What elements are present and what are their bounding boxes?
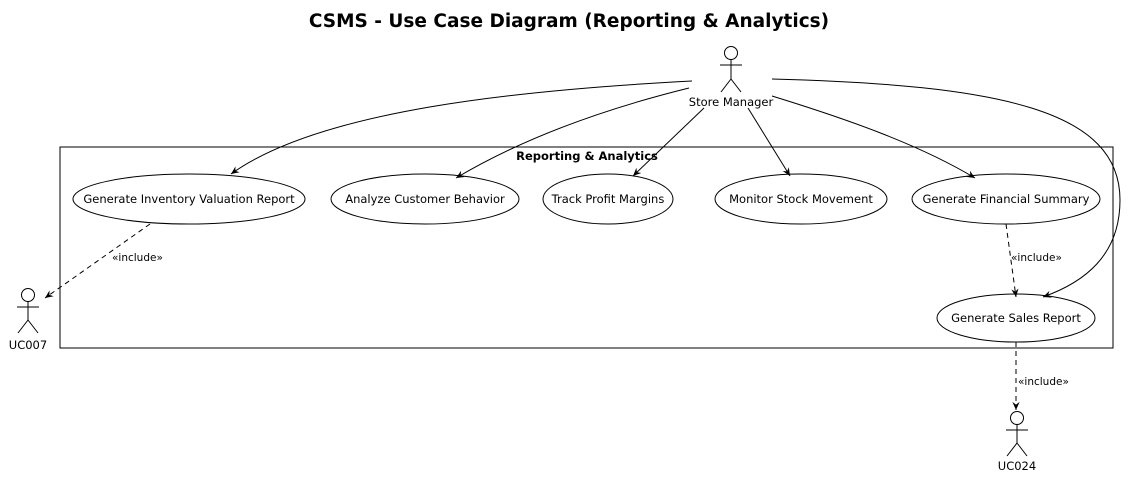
include-inventory-to-uc007 [44,223,151,299]
use-case-sales-report[interactable]: Generate Sales Report [936,293,1096,343]
association-customer-behavior [455,87,690,179]
use-case-stock-movement[interactable]: Monitor Stock Movement [714,173,888,225]
association-financial-summary [771,95,976,179]
association-inventory-valuation [230,80,693,175]
svg-text:Generate Financial Summary: Generate Financial Summary [923,192,1090,206]
system-boundary-label: Reporting & Analytics [516,149,658,163]
association-profit-margins [632,107,705,177]
svg-text:Monitor Stock Movement: Monitor Stock Movement [729,192,873,206]
association-sales-report [771,78,1121,298]
svg-text:Analyze Customer Behavior: Analyze Customer Behavior [345,192,505,206]
system-boundary [59,146,1114,349]
diagram-title: CSMS - Use Case Diagram (Reporting & Ana… [308,11,830,32]
svg-text:Track Profit Margins: Track Profit Margins [551,192,665,206]
use-case-financial-summary[interactable]: Generate Financial Summary [911,173,1101,225]
use-case-customer-behavior[interactable]: Analyze Customer Behavior [330,173,520,225]
actor-uc024[interactable]: UC024 [998,411,1036,474]
include-financial-to-sales [1005,223,1019,298]
actor-label-uc007: UC007 [9,338,47,352]
association-stock-movement [747,107,791,177]
include-label-uc007: «include» [112,252,163,264]
actor-label-uc024: UC024 [998,459,1036,473]
use-case-profit-margins[interactable]: Track Profit Margins [542,173,674,225]
include-label-sales: «include» [1011,252,1062,264]
use-case-inventory-valuation[interactable]: Generate Inventory Valuation Report [72,173,306,225]
include-label-uc024: «include» [1018,376,1069,388]
actor-label-store-manager: Store Manager [689,95,774,109]
svg-text:Generate Inventory Valuation R: Generate Inventory Valuation Report [83,192,295,206]
actor-uc007[interactable]: UC007 [9,288,47,353]
actor-store-manager[interactable]: Store Manager [689,46,774,110]
svg-text:Generate Sales Report: Generate Sales Report [951,311,1081,325]
